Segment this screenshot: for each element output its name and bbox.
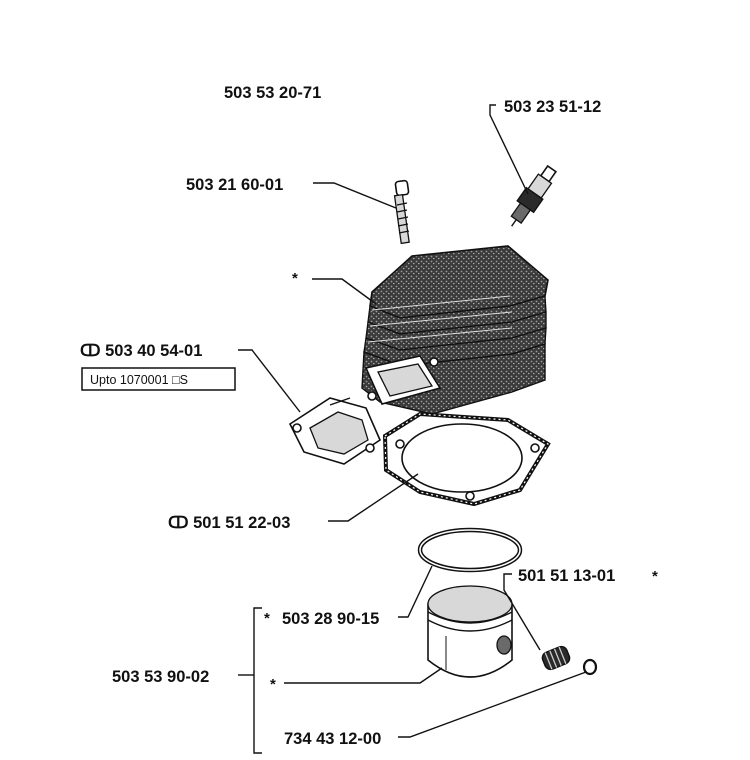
needle-bearing-star-marker: *: [652, 568, 658, 585]
piston-ring: [417, 527, 523, 573]
circlip: [582, 658, 598, 676]
piston-star-marker: *: [270, 676, 276, 693]
piston-ring-part-number: 503 28 90-15: [282, 610, 379, 628]
spark-plug: [510, 164, 558, 227]
spark-plug-part-number: 503 23 51-12: [504, 98, 601, 116]
stud-bolt-part-number: 503 21 60-01: [186, 176, 283, 194]
piston-ring-star-marker: *: [264, 610, 270, 627]
circlip-part-number: 734 43 12-00: [284, 730, 381, 748]
exhaust-gasket-note-box: Upto 1070001 □S: [81, 367, 236, 391]
piston: [427, 585, 513, 678]
cylinder-gasket-part-number: ↀ 501 51 22-03: [168, 514, 290, 532]
piston-kit-part-number: 503 53 90-02: [112, 668, 209, 686]
stud-bolt: [393, 179, 410, 245]
cylinder-gasket: [382, 411, 551, 507]
needle-bearing: [541, 645, 571, 671]
exhaust-gasket-part-number: ↀ 503 40 54-01: [80, 342, 202, 360]
needle-bearing-part-number: 501 51 13-01: [518, 567, 615, 585]
cylinder: [361, 245, 549, 415]
assembly-part-number: 503 53 20-71: [224, 84, 321, 102]
leader-lines: [238, 104, 587, 754]
exhaust-gasket-note: Upto 1070001 □S: [90, 373, 188, 387]
exhaust-gasket: [288, 397, 382, 465]
cylinder-star-marker: *: [292, 270, 298, 287]
